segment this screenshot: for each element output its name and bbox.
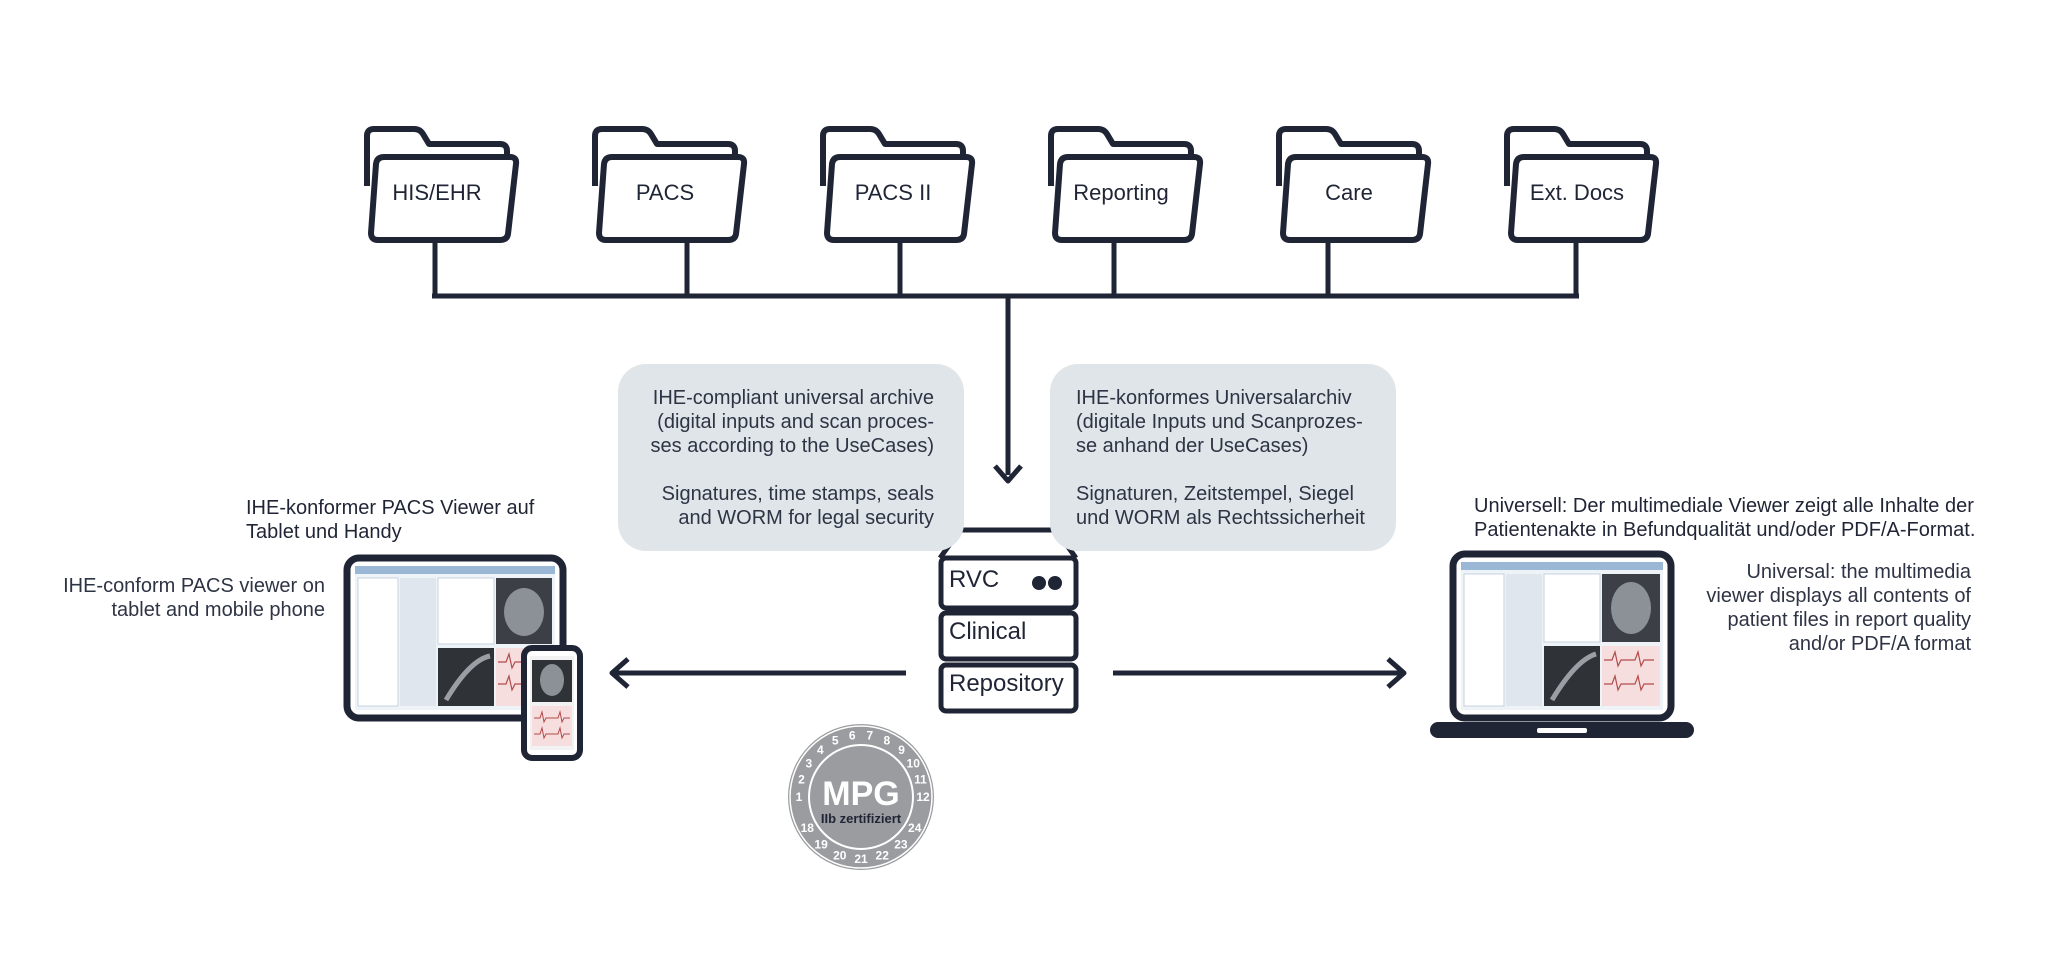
server-led-icon [1032, 576, 1046, 590]
seal-month-top-9: 9 [898, 743, 905, 757]
archive-description-de: IHE-konformes Universalarchiv (digitale … [1076, 387, 1363, 457]
folder-label-ext-docs: Ext. Docs [1529, 180, 1625, 205]
folder-label-reporting: Reporting [1073, 180, 1169, 205]
folder-label-pacs: PACS [635, 180, 695, 205]
seal-month-top-4: 4 [817, 743, 824, 757]
seal-month-top-5: 5 [832, 734, 839, 748]
folder-label-his-ehr: HIS/EHR [392, 180, 482, 205]
folder-bus-connector [432, 241, 1579, 475]
seal-title: MPG [822, 775, 899, 813]
seal-subtitle: IIb zertifiziert [821, 811, 902, 826]
mpg-certification-seal-icon [788, 724, 934, 870]
left-viewer-title-en: IHE-conform PACS viewer on tablet and mo… [63, 575, 325, 621]
seal-month-top-2: 2 [798, 773, 805, 787]
archive-info-box-en [618, 364, 964, 551]
archive-legal-de: Signaturen, Zeitstempel, Siegel und WORM… [1076, 483, 1365, 529]
seal-month-bottom-20: 20 [833, 848, 847, 862]
left-viewer-title-de: IHE-konformer PACS Viewer auf Tablet und… [246, 497, 535, 543]
right-viewer-title-en: Universal: the multimedia viewer display… [1706, 561, 1971, 655]
right-arrow-icon [1113, 657, 1407, 689]
seal-month-top-1: 1 [796, 790, 803, 804]
seal-month-top-6: 6 [849, 729, 856, 743]
seal-month-top-11: 11 [914, 773, 927, 787]
seal-month-top-12: 12 [916, 790, 930, 804]
seal-month-bottom-23: 23 [894, 838, 908, 852]
seal-month-bottom-24: 24 [908, 821, 922, 835]
server-led-icon [1048, 576, 1062, 590]
seal-month-top-10: 10 [907, 757, 921, 771]
archive-info-box-de [1050, 364, 1396, 551]
archive-description-en: IHE-compliant universal archive (digital… [650, 387, 934, 457]
archive-legal-en: Signatures, time stamps, seals and WORM … [661, 483, 934, 529]
laptop-icon [1430, 550, 1694, 738]
seal-month-top-3: 3 [805, 757, 812, 771]
server-label-repository: Repository [949, 670, 1064, 697]
seal-month-bottom-21: 21 [854, 852, 868, 866]
seal-month-bottom-19: 19 [814, 838, 828, 852]
server-stack [937, 527, 1079, 714]
seal-month-bottom-22: 22 [876, 848, 890, 862]
tablet-icon [343, 554, 567, 722]
seal-month-top-8: 8 [883, 734, 890, 748]
server-label-clinical: Clinical [949, 618, 1027, 645]
seal-month-top-7: 7 [866, 729, 873, 743]
folder-label-care: Care [1325, 180, 1373, 205]
left-arrow-icon [609, 657, 906, 689]
right-viewer-title-de: Universell: Der multimediale Viewer zeig… [1474, 495, 1976, 541]
down-arrow-icon [993, 464, 1023, 484]
server-label-rvc: RVC [949, 566, 1000, 593]
seal-month-bottom-18: 18 [801, 821, 815, 835]
folder-label-pacs-ii: PACS II [854, 180, 932, 205]
phone-icon [521, 645, 583, 761]
